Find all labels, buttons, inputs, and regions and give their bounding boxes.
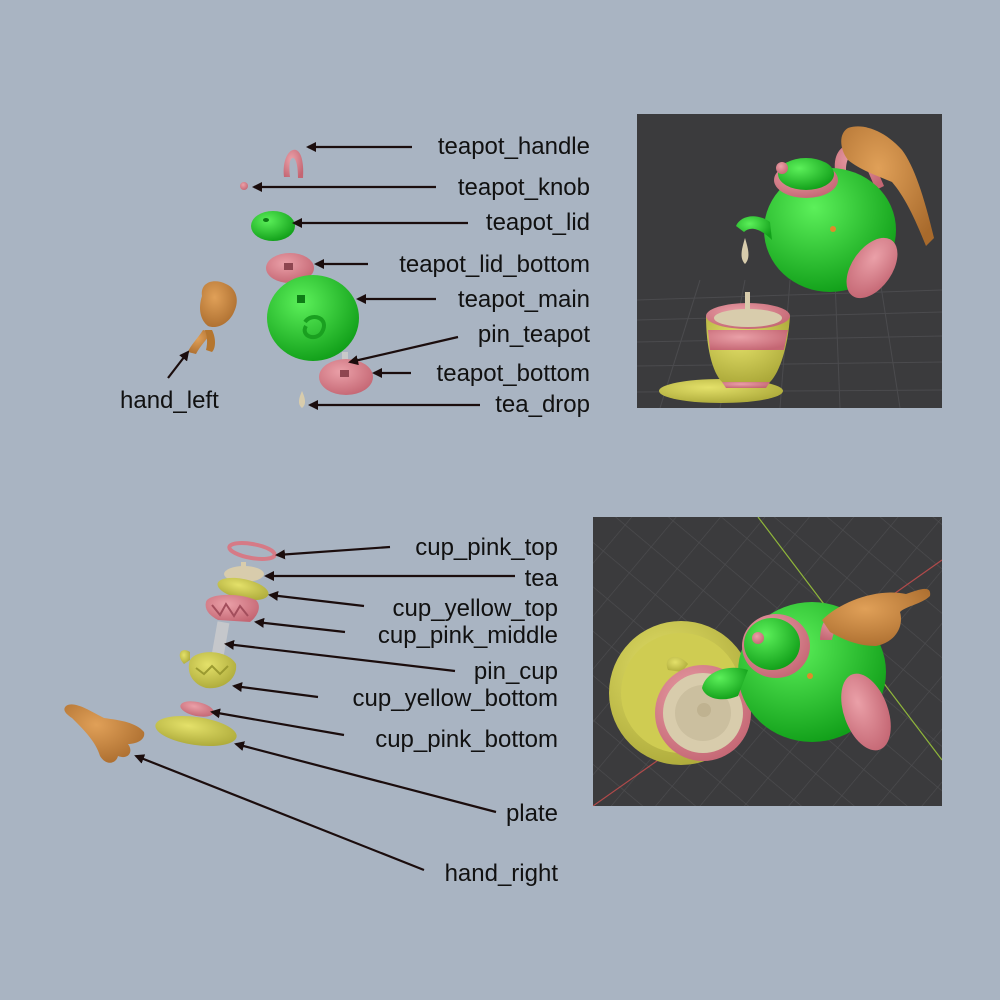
label-teapot-handle: teapot_handle (438, 133, 590, 160)
label-cup-yellow-bottom: cup_yellow_bottom (353, 685, 558, 712)
hand-left-part (188, 281, 237, 354)
label-pin-teapot: pin_teapot (478, 321, 590, 348)
cup-yellow-top-part (217, 577, 269, 601)
cup-pink-bottom-part (180, 701, 214, 717)
cup-arrows (134, 545, 515, 872)
label-teapot-bottom: teapot_bottom (437, 360, 590, 387)
cup-labels: cup_pink_top tea cup_yellow_top cup_pink… (353, 534, 559, 887)
label-tea: tea (525, 565, 559, 592)
label-tea-drop: tea_drop (495, 391, 590, 418)
teapot-knob-part (240, 182, 248, 190)
arrow-cup-pink-bottom (210, 708, 345, 737)
label-cup-pink-bottom: cup_pink_bottom (375, 726, 558, 753)
label-plate: plate (506, 800, 558, 827)
teapot-labels: teapot_handle teapot_knob teapot_lid tea… (120, 133, 590, 418)
pin-cup-part (210, 621, 230, 663)
arrow-cup-yellow-top (268, 590, 365, 608)
cup-yellow-bottom-part (179, 650, 237, 689)
viewport-assembled-top (593, 517, 942, 806)
label-teapot-lid-bottom: teapot_lid_bottom (399, 251, 590, 278)
arrow-plate (234, 741, 497, 814)
label-teapot-main: teapot_main (458, 286, 590, 313)
label-teapot-knob: teapot_knob (458, 174, 590, 201)
label-cup-yellow-top: cup_yellow_top (393, 595, 558, 622)
label-cup-pink-middle: cup_pink_middle (378, 622, 558, 649)
arrow-hand-right (134, 754, 425, 872)
cup-parts (64, 541, 277, 763)
label-hand-left: hand_left (120, 387, 219, 414)
hand-right-part (64, 704, 145, 763)
arrow-pin-teapot (348, 335, 459, 366)
arrow-pin-cup (224, 639, 456, 673)
label-hand-right: hand_right (445, 860, 559, 887)
arrow-cup-pink-top (275, 545, 391, 560)
label-teapot-lid: teapot_lid (486, 209, 590, 236)
arrow-cup-pink-middle (254, 617, 346, 634)
viewport-assembled-side (637, 114, 942, 408)
label-cup-pink-top: cup_pink_top (415, 534, 558, 561)
teapot-parts (188, 149, 373, 408)
cup-pink-top-part (227, 541, 277, 561)
teapot-lid-part (251, 211, 295, 241)
teapot-handle-part (283, 149, 304, 178)
label-pin-cup: pin_cup (474, 658, 558, 685)
arrow-hand-left (167, 350, 190, 379)
tea-drop-part (298, 391, 306, 408)
teapot-arrows (167, 142, 480, 410)
arrow-cup-yellow-bottom (232, 682, 319, 699)
plate-part (155, 716, 237, 746)
